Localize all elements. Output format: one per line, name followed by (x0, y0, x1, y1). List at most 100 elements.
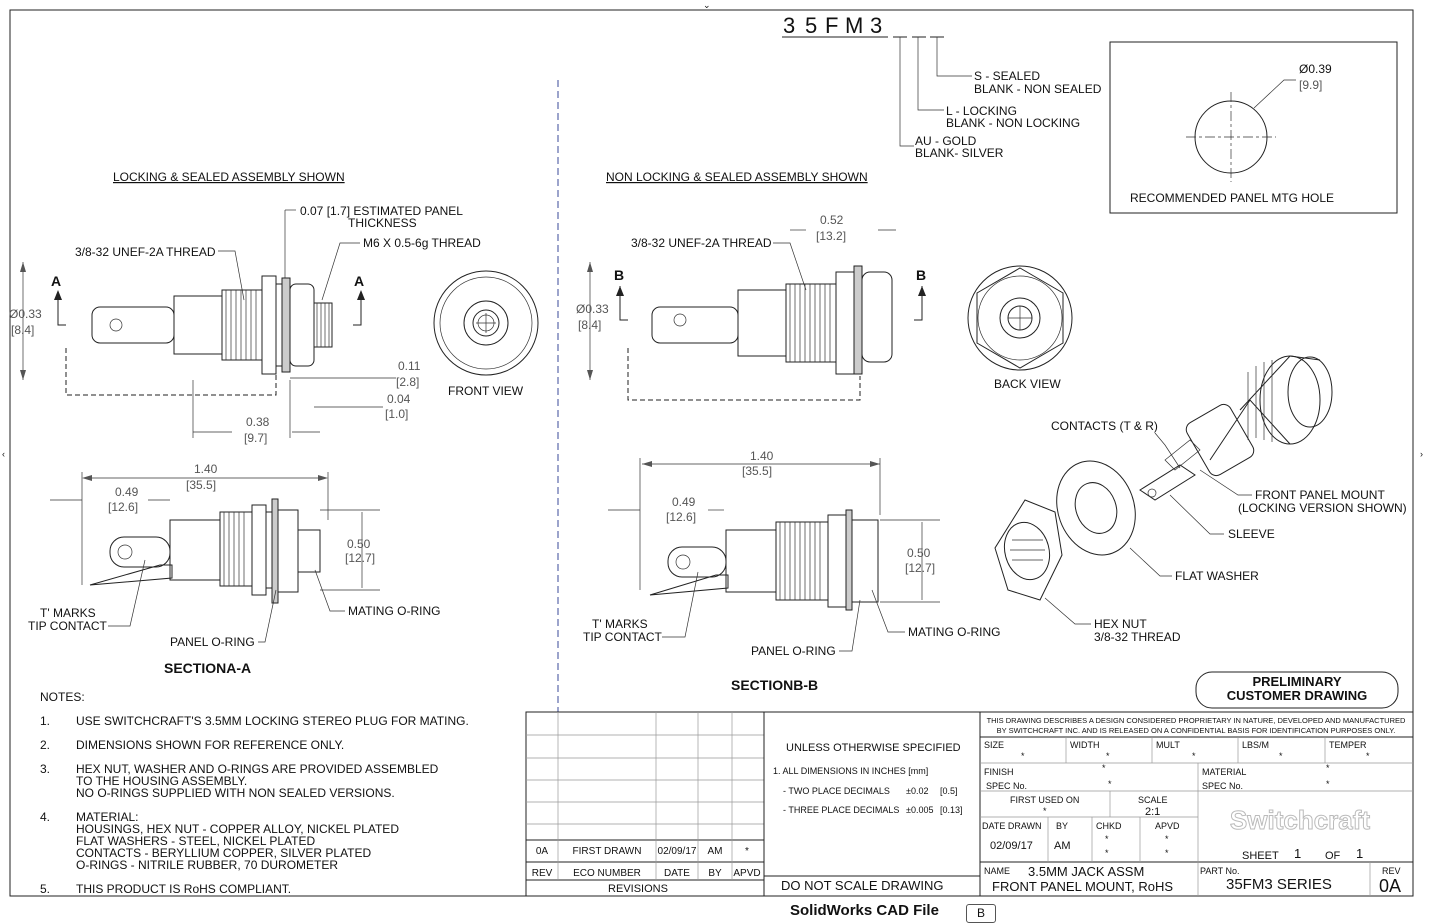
rev-head-apvd: APVD (733, 868, 760, 879)
tb-of: OF (1325, 850, 1341, 862)
tb-scale: SCALE (1138, 795, 1168, 805)
tb-rev-label: REV (1382, 866, 1401, 876)
top-marker: ⌄ (703, 0, 711, 10)
secA-d140-mm: [35.5] (186, 478, 216, 492)
left-edge-marker: ‹ (2, 449, 5, 459)
opt-non-locking: BLANK - NON LOCKING (946, 116, 1080, 130)
proprietary-2: BY SWITCHCRAFT INC. AND IS RELEASED ON A… (997, 726, 1396, 735)
rev-row-rev: 0A (536, 846, 549, 857)
rev-head-rev: REV (532, 868, 553, 879)
notes: NOTES: 1. USE SWITCHCRAFT'S 3.5MM LOCKIN… (40, 690, 469, 896)
tb-temper: TEMPER (1329, 740, 1367, 750)
note-5: THIS PRODUCT IS RoHS COMPLIANT. (76, 882, 291, 896)
note-3-line-2: TO THE HOUSING ASSEMBLY. (76, 774, 247, 788)
front-view-label: FRONT VIEW (448, 384, 524, 398)
flat-washer-label: FLAT WASHER (1175, 569, 1259, 583)
part-char-4: M (845, 13, 863, 38)
section-a-a: 1.40 [35.5] 0.49 [12.6] 0.50 [12.7] T' M… (28, 462, 440, 676)
part-char-1: 3 (783, 13, 795, 38)
secA-d050: 0.50 (347, 537, 371, 551)
back-view: BACK VIEW (967, 265, 1073, 391)
section-mark-b1: B (614, 267, 624, 283)
tb-star-14: * (1165, 848, 1169, 858)
left-dia-mm: [8.4] (11, 323, 34, 337)
note-5-num: 5. (40, 882, 50, 896)
stamp-line-2: CUSTOMER DRAWING (1227, 688, 1368, 703)
secB-d050: 0.50 (907, 546, 931, 560)
d004: 0.04 (387, 392, 411, 406)
panel-thickness: 0.07 [1.7] ESTIMATED PANEL (300, 204, 463, 218)
opt-non-sealed: BLANK - NON SEALED (974, 82, 1102, 96)
front-panel-label: FRONT PANEL MOUNT (1255, 488, 1385, 502)
right-edge-marker: › (1420, 449, 1423, 459)
tb-star-9: * (1326, 779, 1330, 789)
tb-star-4: * (1279, 751, 1283, 761)
left-caption: LOCKING & SEALED ASSEMBLY SHOWN (113, 170, 345, 184)
note-3-line-3: NO O-RINGS SUPPLIED WITH NON SEALED VERS… (76, 786, 395, 800)
note-2: DIMENSIONS SHOWN FOR REFERENCE ONLY. (76, 738, 344, 752)
tb-size: SIZE (984, 740, 1004, 750)
note-1-num: 1. (40, 714, 50, 728)
back-view-label: BACK VIEW (994, 377, 1061, 391)
cad-file-badge[interactable]: B (966, 904, 996, 923)
secA-mating-oring: MATING O-RING (348, 604, 440, 618)
tb-star-13: * (1165, 834, 1169, 844)
tol-header: UNLESS OTHERWISE SPECIFIED (786, 742, 961, 754)
preliminary-stamp: PRELIMINARY CUSTOMER DRAWING (1195, 671, 1399, 709)
cad-file-label: SolidWorks CAD File (790, 902, 939, 919)
tb-sheet-total: 1 (1356, 846, 1363, 861)
tol-line-3b: ±0.005 (906, 805, 933, 815)
tb-sheet-num: 1 (1294, 846, 1301, 861)
right-dia-mm: [8.4] (578, 318, 601, 332)
right-thread: 3/8-32 UNEF-2A THREAD (631, 236, 772, 250)
tolerances-block: UNLESS OTHERWISE SPECIFIED 1. ALL DIMENS… (763, 711, 981, 897)
hex-nut-label-2: 3/8-32 THREAD (1094, 630, 1181, 644)
tol-line-2c: [0.5] (940, 786, 958, 796)
tb-lbs: LBS/M (1242, 740, 1269, 750)
secA-panel-oring: PANEL O-RING (170, 635, 255, 649)
proprietary-1: THIS DRAWING DESCRIBES A DESIGN CONSIDER… (987, 716, 1406, 725)
tb-mult: MULT (1156, 740, 1180, 750)
secB-tip-contact: TIP CONTACT (583, 630, 663, 644)
tb-scale-val: 2:1 (1145, 806, 1160, 818)
note-3-line-1: HEX NUT, WASHER AND O-RINGS ARE PROVIDED… (76, 762, 439, 776)
panel-mtg-hole: Ø0.39 [9.9] RECOMMENDED PANEL MTG HOLE (1109, 41, 1398, 214)
revisions-block: 0A FIRST DRAWN 02/09/17 AM * REV ECO NUM… (525, 711, 765, 897)
secA-tip-contact: TIP CONTACT (28, 619, 108, 633)
rev-row-by: AM (708, 846, 723, 857)
exploded-view: CONTACTS (T & R) FRONT PANEL MOUNT (LOCK… (994, 355, 1407, 644)
tb-part-label: PART No. (1200, 866, 1240, 876)
hex-nut-label: HEX NUT (1094, 617, 1147, 631)
note-3-num: 3. (40, 762, 50, 776)
part-char-5: 3 (870, 13, 882, 38)
right-side-view: NON LOCKING & SEALED ASSEMBLY SHOWN 0.52… (576, 170, 926, 401)
part-char-3: F (825, 13, 838, 38)
tb-star-1: * (1021, 751, 1025, 761)
tol-line-2b: ±0.02 (906, 786, 928, 796)
tb-date-val: 02/09/17 (990, 840, 1033, 852)
opt-silver: BLANK- SILVER (915, 146, 1004, 160)
secB-mating-oring: MATING O-RING (908, 625, 1000, 639)
right-caption: NON LOCKING & SEALED ASSEMBLY SHOWN (606, 170, 868, 184)
d004-mm: [1.0] (385, 407, 408, 421)
secB-t-marks: T' MARKS (592, 617, 648, 631)
note-1: USE SWITCHCRAFT'S 3.5MM LOCKING STEREO P… (76, 714, 469, 728)
right-d052-mm: [13.2] (816, 229, 846, 243)
rev-head-by: BY (708, 868, 722, 879)
tb-star-12: * (1105, 848, 1109, 858)
tb-chkd: CHKD (1096, 821, 1122, 831)
section-mark-b2: B (916, 267, 926, 283)
note-4-line-5: O-RINGS - NITRILE RUBBER, 70 DUROMETER (76, 858, 338, 872)
switchcraft-logo: Switchcraft (1230, 805, 1370, 835)
secA-d049: 0.49 (115, 485, 139, 499)
secA-t-marks: T' MARKS (40, 606, 96, 620)
d011: 0.11 (398, 359, 421, 373)
tb-star-7: * (1108, 779, 1112, 789)
title-block: THIS DRAWING DESCRIBES A DESIGN CONSIDER… (979, 711, 1414, 897)
secB-d050-mm: [12.7] (905, 561, 935, 575)
tb-material: MATERIAL (1202, 767, 1246, 777)
note-4-line-3: FLAT WASHERS - STEEL, NICKEL PLATED (76, 834, 316, 848)
opt-gold: AU - GOLD (915, 134, 977, 148)
tb-name-label: NAME (984, 866, 1010, 876)
